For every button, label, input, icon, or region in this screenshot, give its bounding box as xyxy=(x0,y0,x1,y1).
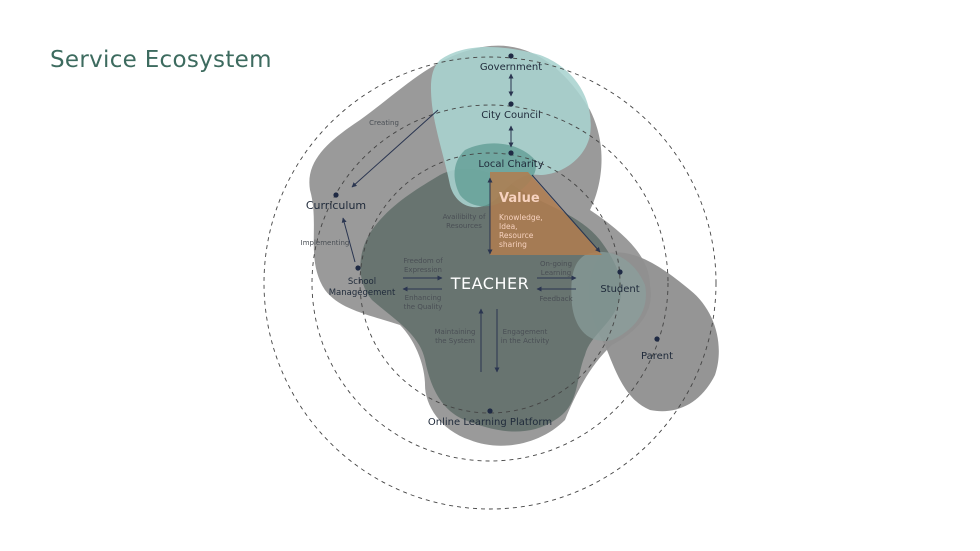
label-implementing: Implementing xyxy=(301,239,350,247)
value-line3: Resource xyxy=(499,231,534,240)
value-line2: Idea, xyxy=(499,222,518,231)
arrow-implementing xyxy=(341,217,356,263)
dot-student xyxy=(617,269,623,275)
node-curriculum: Curriculum xyxy=(306,199,366,212)
page-title: Service Ecosystem xyxy=(50,47,272,73)
label-ongoing-2: Learning xyxy=(541,269,571,277)
label-maintaining-2: the System xyxy=(435,337,475,345)
label-enhancing-2: the Quality xyxy=(404,303,443,311)
label-availability-1: Availibilty of xyxy=(443,213,486,221)
node-student: Student xyxy=(600,284,639,295)
blob-student xyxy=(571,251,646,341)
value-line1: Knowledge, xyxy=(499,213,543,222)
label-freedom-1: Freedom of xyxy=(403,257,443,265)
node-government: Government xyxy=(480,62,542,73)
value-line4: sharing xyxy=(499,240,527,249)
dot-curriculum xyxy=(333,192,339,198)
orbit-inner xyxy=(359,152,621,414)
node-school-line2: Managegement xyxy=(329,288,396,298)
arrow-value-student xyxy=(531,174,601,253)
dot-parent xyxy=(654,336,660,342)
node-city-council: City Council xyxy=(481,110,541,121)
node-teacher: TEACHER xyxy=(450,274,529,293)
arrow-creating xyxy=(351,109,439,188)
dot-local-charity xyxy=(508,150,514,156)
orbit-middle xyxy=(311,104,669,462)
node-online-platform: Online Learning Platform xyxy=(428,417,552,428)
label-availability-2: Resources xyxy=(446,222,482,230)
dot-government xyxy=(508,53,514,59)
dot-online-platform xyxy=(487,408,493,414)
node-parent: Parent xyxy=(641,351,673,362)
value-area xyxy=(490,172,602,255)
value-title: Value xyxy=(499,191,540,206)
label-maintaining-1: Maintaining xyxy=(435,328,476,336)
label-feedback: Feedback xyxy=(539,295,573,303)
label-enhancing-1: Enhancing xyxy=(405,294,442,302)
label-engagement-1: Engagement xyxy=(503,328,548,336)
label-freedom-2: Expression xyxy=(404,266,442,274)
dot-city-council xyxy=(508,101,514,107)
label-creating: Creating xyxy=(369,119,399,127)
node-local-charity: Local Charity xyxy=(478,159,543,170)
orbit-outer xyxy=(263,56,717,510)
node-school-line1: School xyxy=(348,277,376,287)
dot-school xyxy=(355,265,361,271)
label-engagement-2: in the Activity xyxy=(501,337,550,345)
label-ongoing-1: On-going xyxy=(540,260,572,268)
